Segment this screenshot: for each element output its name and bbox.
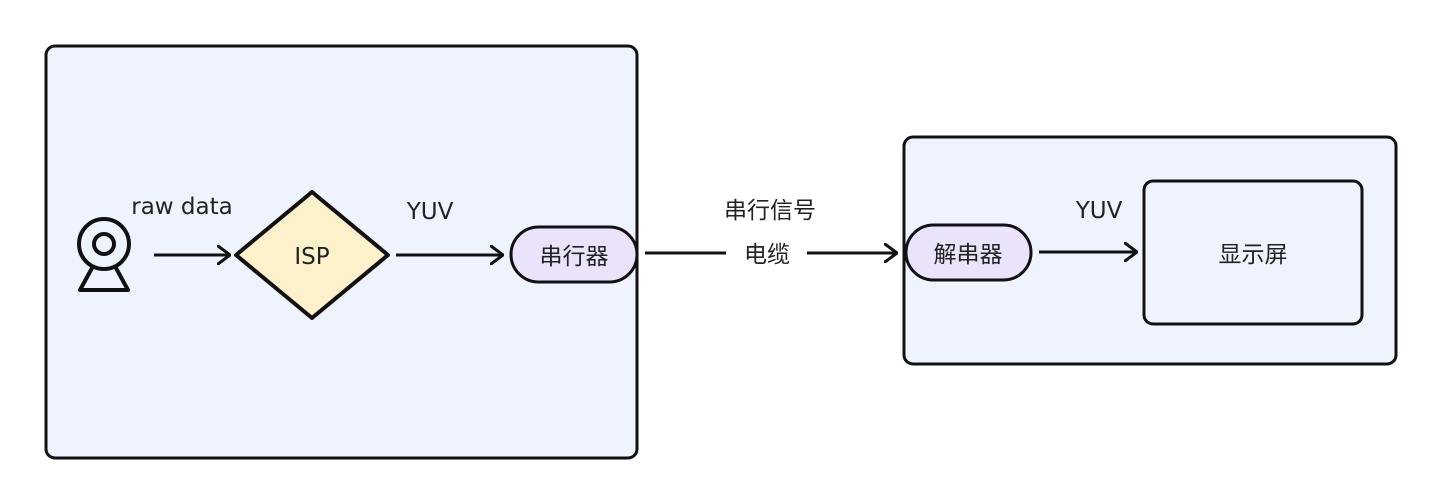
serializer-node (509, 225, 639, 284)
isp-label: ISP (294, 244, 329, 270)
webcam-icon (77, 217, 131, 292)
raw-data-label: raw data (131, 194, 232, 220)
yuv-label-right: YUV (1075, 198, 1123, 224)
cable-label: 电缆 (744, 242, 790, 268)
serial-signal-label: 串行信号 (724, 198, 816, 224)
deserializer-label: 解串器 (934, 242, 1003, 268)
deserializer-node (904, 223, 1033, 282)
display-node (1142, 179, 1364, 326)
serializer-label: 串行器 (540, 244, 609, 270)
isp-node (234, 190, 390, 320)
yuv-label-left: YUV (406, 199, 454, 225)
display-label: 显示屏 (1219, 242, 1288, 268)
